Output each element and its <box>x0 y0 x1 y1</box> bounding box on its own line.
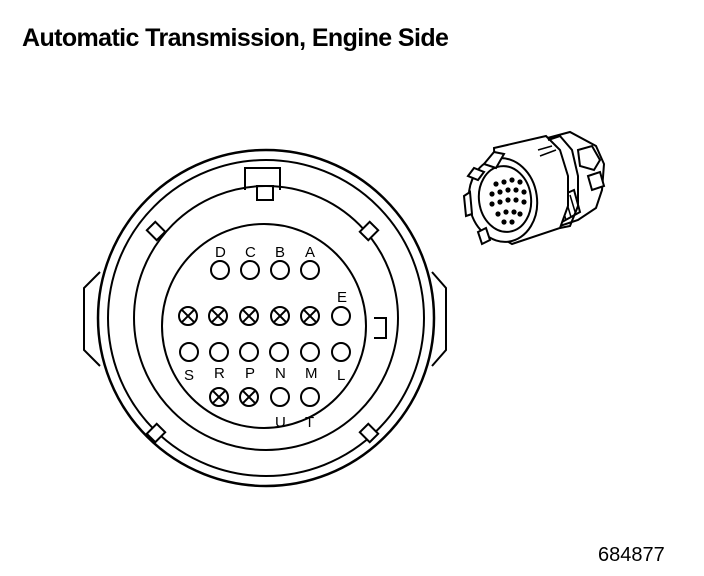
pin-label-p: P <box>245 365 255 382</box>
polarizing-key <box>374 317 387 339</box>
figure-number: 684877 <box>598 544 665 566</box>
cavity-t <box>300 387 320 407</box>
cavity-row3-3 <box>239 342 259 362</box>
notch-top-left <box>145 220 167 242</box>
pin-labels: D C B A E S R P N M L U T <box>184 244 347 431</box>
crossed-cavity <box>209 387 229 407</box>
cavity-c <box>240 260 260 280</box>
pin-label-a: A <box>305 244 315 261</box>
pin-label-e: E <box>337 289 347 306</box>
connector-key-ring <box>133 185 399 451</box>
left-side-tab <box>83 271 101 367</box>
pin-label-c: C <box>245 244 256 261</box>
notch-bottom-right <box>358 422 380 444</box>
cavity-b <box>270 260 290 280</box>
crossed-cavity <box>239 306 259 326</box>
connector-face <box>83 148 447 488</box>
crossed-cavity <box>300 306 320 326</box>
cavity-row3-4 <box>269 342 289 362</box>
pin-label-m: M <box>305 365 318 382</box>
crossed-cavity <box>239 387 259 407</box>
connector-illustration <box>462 130 606 246</box>
cavity-m <box>300 342 320 362</box>
connector-face-pins <box>489 177 527 225</box>
pin-label-u: U <box>275 414 286 431</box>
crossed-cavities <box>178 306 320 407</box>
pin-label-n: N <box>275 365 286 382</box>
cavity-s <box>179 342 199 362</box>
cavity-d <box>210 260 230 280</box>
connector-outer-shell <box>96 148 436 488</box>
diagram-title: Automatic Transmission, Engine Side <box>22 24 449 52</box>
crossed-cavity <box>208 306 228 326</box>
latch-slot <box>256 185 274 201</box>
pin-label-d: D <box>215 244 226 261</box>
connector-latch <box>482 150 506 170</box>
latch-tab <box>244 167 281 190</box>
cavity-u <box>270 387 290 407</box>
pin-label-s: S <box>184 367 194 384</box>
right-side-tab <box>431 271 447 367</box>
notch-top-right <box>358 220 380 242</box>
pin-label-b: B <box>275 244 285 261</box>
cavity-l <box>331 342 351 362</box>
pin-label-l: L <box>337 367 345 384</box>
notch-bottom-left <box>145 422 167 444</box>
connector-inner-shell <box>107 159 425 477</box>
cavity-e <box>331 306 351 326</box>
pin-label-t: T <box>305 414 314 431</box>
pin-insert <box>161 223 367 429</box>
cavity-row3-2 <box>209 342 229 362</box>
open-cavities <box>179 260 351 407</box>
cavity-a <box>300 260 320 280</box>
pin-label-r: R <box>214 365 225 382</box>
crossed-cavity <box>178 306 198 326</box>
crossed-cavity <box>270 306 290 326</box>
